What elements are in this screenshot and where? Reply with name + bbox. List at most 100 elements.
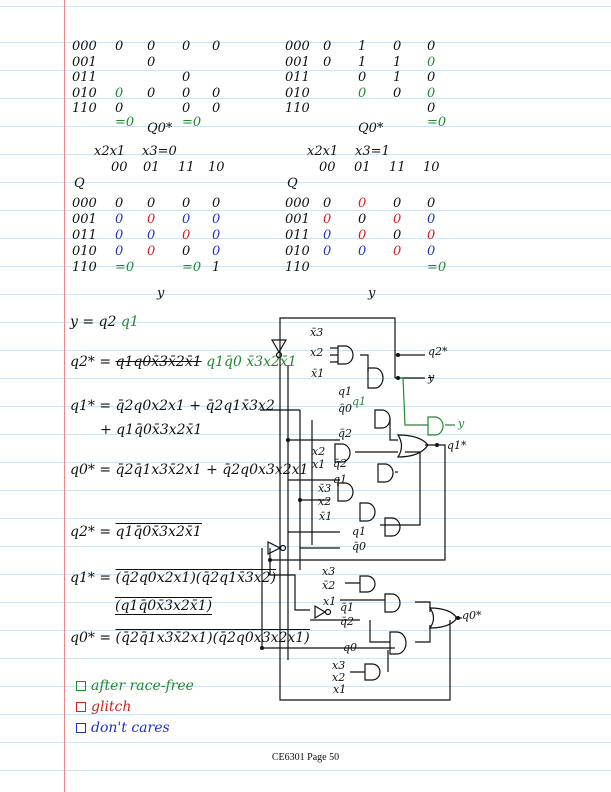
kmap-column-header: 11 <box>178 160 195 175</box>
kmap-column-header: 00 <box>319 160 336 175</box>
circuit-signal-label: x̄3 <box>310 326 324 339</box>
row-label: 010 <box>285 85 310 101</box>
table-cell: 1 <box>393 54 402 70</box>
and-gate <box>337 482 354 502</box>
circuit-signal-label: q0 <box>343 641 358 654</box>
table-cell: 0 <box>182 39 191 54</box>
and-gate <box>384 593 401 613</box>
eq-segment: q1q̄0 x̄3x2x̄1 <box>201 354 297 370</box>
inverter-gate <box>267 541 282 555</box>
table-cell: 0 <box>115 196 124 211</box>
table-cell: =0 <box>427 260 447 275</box>
eq-segment: q1 <box>120 314 139 330</box>
table-cell: 0 <box>393 39 402 54</box>
table-cell: 0 <box>393 228 402 243</box>
table-cell: 0 <box>427 228 436 243</box>
and-gate <box>374 409 391 429</box>
table-cell: 0 <box>323 54 332 70</box>
circuit-signal-label: q0* <box>462 609 482 622</box>
eq-lhs: q1* = <box>70 570 112 586</box>
table-cell: 0 <box>147 85 156 101</box>
table-cell: 0 <box>323 212 332 227</box>
table-cell: 0 <box>212 39 221 54</box>
inverter-gate <box>270 339 288 354</box>
circuit-signal-label: q1 <box>352 525 367 538</box>
row-label: 010 <box>72 85 97 101</box>
eq-lhs: q2* = <box>70 524 112 540</box>
eq-nand-term: (q̄2q1x̄3x2) <box>195 570 277 586</box>
table-cell: 0 <box>147 228 156 243</box>
table-cell: 0 <box>358 228 367 243</box>
table-cell: 1 <box>358 54 367 70</box>
table-cell: 0 <box>393 85 402 101</box>
table-cell: 0 <box>182 85 191 101</box>
circuit-signal-label: x̄2 <box>322 579 336 592</box>
blue-square-icon <box>76 723 86 733</box>
kmap-row-vars: Q <box>74 176 85 191</box>
table-label: Q0* <box>358 120 384 136</box>
or-gate <box>396 434 429 458</box>
table-label: Q0* <box>147 120 173 136</box>
table-cell: 0 <box>147 39 156 54</box>
inverter-bubble <box>275 351 283 359</box>
table-note: =0 <box>427 114 447 130</box>
row-label: 011 <box>72 70 97 85</box>
legend-label: glitch <box>91 699 132 715</box>
table-cell: 0 <box>182 196 191 211</box>
eq-q1-next-cont: + q1q̄0x̄3x2x̄1 <box>100 422 202 438</box>
circuit-signal-label: q̄2 <box>340 615 355 628</box>
table-cell: 0 <box>427 212 436 227</box>
kmap-column-header: 10 <box>423 160 440 175</box>
circuit-signal-label: y <box>428 371 435 384</box>
junction-dots <box>260 353 460 650</box>
eq-nand-term: (q1q̄0x̄3x2x̄1) <box>115 598 213 615</box>
table-cell: 0 <box>323 39 332 54</box>
kmap-column-header: 00 <box>111 160 128 175</box>
eq-segment: q0* = q̄2q̄1x3x̄2x1 + q̄2q0x3x2x1 <box>70 462 309 478</box>
table-cell: 0 <box>427 39 436 54</box>
eq-segment: + q1q̄0x̄3x2x̄1 <box>100 422 203 438</box>
circuit-signal-label: x3 <box>332 659 346 672</box>
and-gate <box>334 443 351 463</box>
eq-q2-next: q2* = q1q0x̄3x̄2x̄1 q1q̄0 x̄3x2x̄1 <box>70 354 297 370</box>
red-square-icon <box>76 702 86 712</box>
table-cell: 0 <box>115 228 124 243</box>
table-cell: 0 <box>358 70 367 85</box>
and-gate <box>384 517 401 537</box>
table-cell: 0 <box>427 244 436 259</box>
table-cell: 0 <box>182 228 191 243</box>
table-cell: 0 <box>182 70 191 85</box>
table-cell: 0 <box>393 196 402 211</box>
circuit-signal-label: q2* <box>428 345 448 358</box>
circuit-signal-label: q̄2 <box>333 457 348 470</box>
eq-nand-term: q1q̄0x̄3x2x̄1 <box>115 523 202 540</box>
table-note: =0 <box>115 114 135 130</box>
table-cell: 0 <box>212 228 221 243</box>
row-label: 011 <box>285 228 310 243</box>
eq-segment: q1* = q̄2q0x2x1 + q̄2q1x̄3x2 <box>70 398 275 414</box>
and-gate <box>367 367 384 389</box>
green-square-icon <box>76 681 86 691</box>
table-cell: 0 <box>182 244 191 259</box>
table-cell: 1 <box>393 70 402 85</box>
legend-race-free: after race-free <box>76 678 194 694</box>
table-cell: 0 <box>115 101 124 116</box>
legend-dont-cares: don't cares <box>76 720 170 736</box>
circuit-signal-label: q1* <box>447 439 467 452</box>
eq-q0-next: q0* = q̄2q̄1x3x̄2x1 + q̄2q0x3x2x1 <box>70 462 308 478</box>
kmap-column-vars: x2x1 <box>307 144 339 159</box>
gates <box>267 339 458 681</box>
circuit-signal-label: x2 <box>318 495 332 508</box>
circuit-signal-label: x2 <box>332 671 346 684</box>
circuit-signal-label: q̄0 <box>352 540 367 553</box>
row-label: 001 <box>72 54 97 70</box>
eq-q1-nand: q1* = (q̄2q0x2x1)(q̄2q1x̄3x2) <box>70 569 277 586</box>
circuit-signal-label: x3 <box>322 565 336 578</box>
row-label: 011 <box>72 228 97 243</box>
table-note: =0 <box>182 114 202 130</box>
eq-segment: q2* = <box>70 354 116 370</box>
circuit-signal-label: x1 <box>333 683 347 696</box>
inverter-gate <box>314 604 327 620</box>
kmap-row-vars: Q <box>287 176 298 191</box>
